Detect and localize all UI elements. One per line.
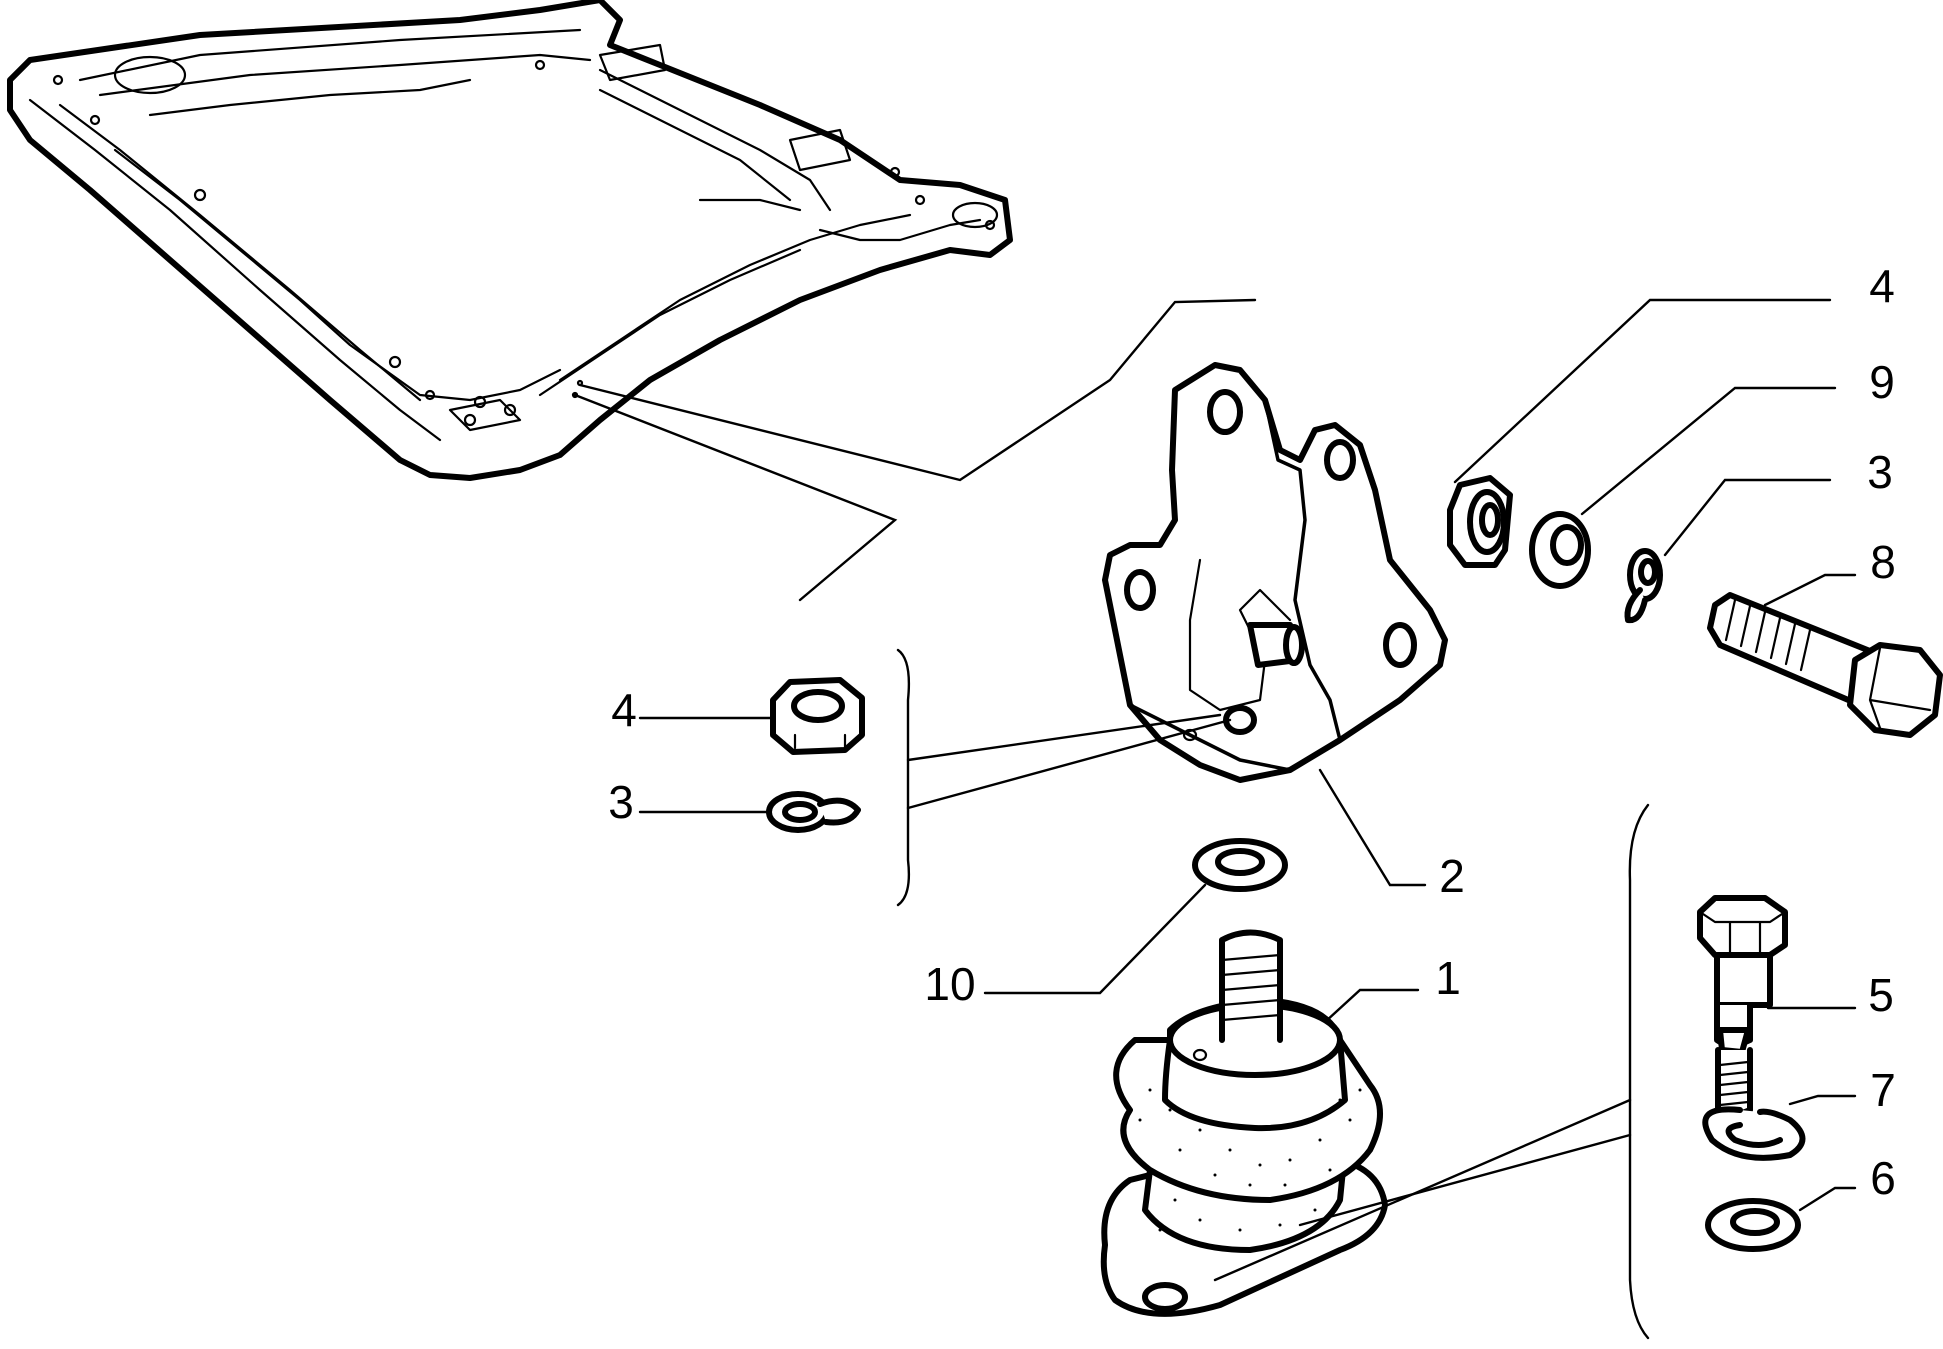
lockwasher-3-right (1624, 548, 1663, 624)
callout-2: 2 (1439, 850, 1465, 902)
callout-3-upper: 3 (1867, 446, 1893, 498)
callout-5: 5 (1868, 969, 1894, 1021)
callout-leaders (638, 298, 1857, 1212)
callout-1: 1 (1435, 952, 1461, 1004)
rubber-mount-part (1100, 929, 1388, 1317)
nut-4-right (1447, 475, 1513, 568)
callout-10: 10 (924, 958, 976, 1010)
callout-3-left: 3 (608, 776, 634, 828)
mount-bracket-part (1102, 362, 1448, 783)
callout-6: 6 (1870, 1152, 1896, 1204)
callout-7: 7 (1870, 1064, 1896, 1116)
bolt-8 (1707, 592, 1943, 738)
callout-4-left: 4 (611, 684, 637, 736)
lockwasher-3-left (766, 791, 861, 833)
washer-9 (1529, 511, 1591, 589)
splitwasher-7 (1702, 1106, 1806, 1161)
bolt-5 (1697, 895, 1788, 1117)
mount-right-leaders (1213, 803, 1650, 1340)
callout-8: 8 (1870, 536, 1896, 588)
nut-4-left (770, 677, 865, 755)
bracket-left-leaders (896, 648, 1232, 907)
callout-9: 9 (1869, 356, 1895, 408)
subframe-illustration (7, 0, 1013, 481)
callout-4-upper: 4 (1869, 260, 1895, 312)
washer-6 (1705, 1198, 1801, 1252)
washer-10 (1192, 838, 1288, 892)
subframe-leader-lines (573, 298, 1257, 602)
